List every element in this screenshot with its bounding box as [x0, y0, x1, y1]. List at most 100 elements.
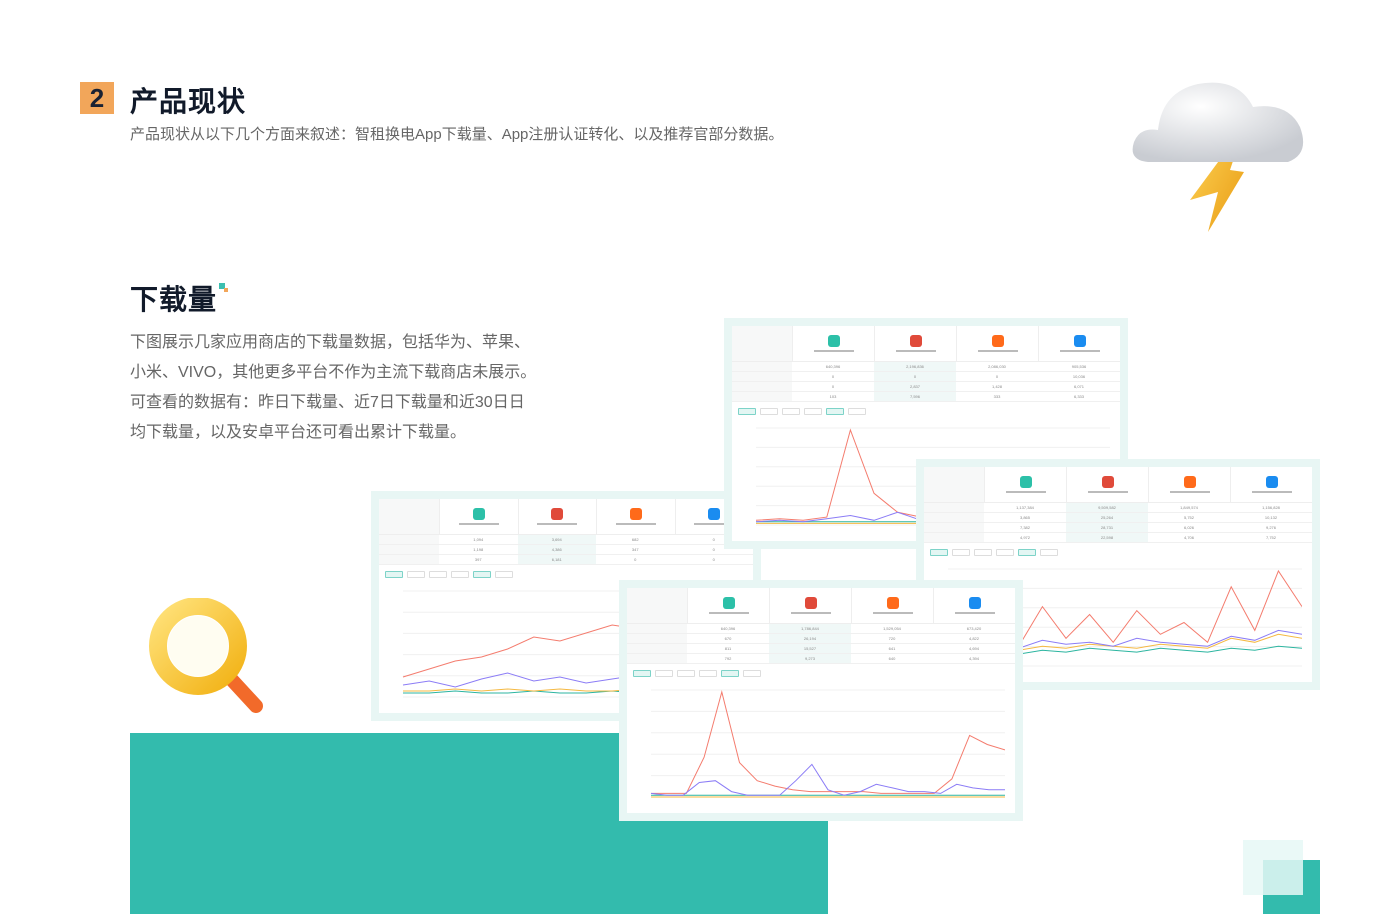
- table-row: 397 6,181 0 0: [379, 555, 753, 565]
- app-logo-icon: [1101, 476, 1114, 488]
- decor-square: [224, 288, 228, 292]
- table-cell: 682: [631, 537, 639, 542]
- table-cell: 4,694: [968, 646, 979, 651]
- table-cell: 1,529,054: [883, 626, 901, 631]
- app-logo-icon: [909, 335, 922, 347]
- table-row: 0 2,837 1,428 6,071: [732, 382, 1120, 392]
- app-logo-icon: [886, 597, 899, 609]
- table-cell: 2,196,836: [874, 362, 956, 371]
- table-cell: 792: [724, 656, 732, 661]
- table-cell: 9,509,582: [1066, 503, 1148, 512]
- table-cell: 347: [631, 547, 639, 552]
- line-chart: [650, 689, 1005, 798]
- table-row: 3,865 25,264 5,752 10,132: [924, 513, 1312, 523]
- table-cell: 10,036: [1072, 374, 1086, 379]
- table-cell: 4,972: [1019, 535, 1030, 540]
- section-subtitle: 产品现状从以下几个方面来叙述：智租换电App下载量、App注册认证转化、以及推荐…: [130, 126, 784, 143]
- app-header-row: [627, 588, 1015, 624]
- table-row: 640,396 2,196,836 2,086,030 905,536: [732, 362, 1120, 372]
- table-row: 670 26,194 720 4,822: [627, 634, 1015, 644]
- table-cell: 4,822: [968, 636, 979, 641]
- table-cell: 905,536: [1071, 364, 1087, 369]
- table-cell: 22,598: [1066, 533, 1148, 542]
- table-cell: 9,276: [1265, 525, 1276, 530]
- app-header-row: [379, 499, 753, 535]
- light-corner-block: [1243, 840, 1303, 895]
- table-cell: 2,086,030: [988, 364, 1006, 369]
- series-line: [650, 763, 1005, 796]
- table-cell: 0: [831, 384, 835, 389]
- table-cell: 9,273: [769, 654, 851, 663]
- description-line: 下图展示几家应用商店的下载量数据，包括华为、苹果、: [130, 334, 531, 351]
- series-line: [651, 690, 1005, 794]
- table-cell: 1,094: [473, 537, 484, 542]
- table-cell: 0: [995, 374, 999, 379]
- table-cell: 640,396: [825, 364, 841, 369]
- table-cell: 15,527: [769, 644, 851, 653]
- table-cell: 0: [712, 547, 715, 552]
- table-cell: 0: [634, 557, 637, 562]
- table-cell: 0: [874, 372, 956, 381]
- description-line: 小米、VIVO，其他更多平台不作为主流下载商店未展示。: [130, 364, 537, 381]
- app-logo-icon: [991, 335, 1004, 347]
- app-header-row: [924, 467, 1312, 503]
- app-logo-icon: [1183, 476, 1196, 488]
- magnifier-icon: [149, 598, 263, 713]
- app-logo-icon: [804, 597, 817, 609]
- table-cell: 1,786,844: [769, 624, 851, 633]
- app-logo-icon: [1019, 476, 1032, 488]
- table-cell: 3,694: [517, 535, 596, 544]
- table-cell: 670: [724, 636, 732, 641]
- table-cell: 10,132: [1264, 515, 1278, 520]
- table-cell: 1,156,828: [1262, 505, 1280, 510]
- table-cell: 720: [888, 636, 896, 641]
- table-cell: 4,394: [968, 656, 979, 661]
- section-number-badge: 2: [80, 82, 114, 114]
- table-cell: 6,181: [517, 555, 596, 564]
- description-line: 可查看的数据有：昨日下载量、近7日下载量和近30日日: [130, 394, 525, 411]
- table-cell: 26,194: [769, 634, 851, 643]
- app-logo-icon: [629, 508, 642, 520]
- description-line: 均下载量，以及安卓平台还可看出累计下载量。: [130, 424, 467, 441]
- table-cell: 0: [712, 557, 715, 562]
- app-logo-icon: [722, 597, 735, 609]
- table-cell: 6,333: [1073, 394, 1084, 399]
- table-row: 0 0 0 10,036: [732, 372, 1120, 382]
- table-cell: 28,731: [1066, 523, 1148, 532]
- table-cell: 1,198: [473, 547, 484, 552]
- table-row: 4,972 22,598 4,706 7,752: [924, 533, 1312, 543]
- app-logo-icon: [551, 508, 564, 520]
- table-cell: 811: [724, 646, 732, 651]
- filter-buttons: [627, 664, 1015, 682]
- table-cell: 397: [474, 557, 482, 562]
- table-cell: 6,026: [1183, 525, 1194, 530]
- decor-square: [219, 283, 225, 289]
- table-cell: 25,264: [1066, 513, 1148, 522]
- cloud-lightning-icon: [1132, 82, 1304, 232]
- app-logo-icon: [827, 335, 840, 347]
- table-cell: 673,420: [966, 626, 982, 631]
- table-cell: 103: [829, 394, 837, 399]
- app-logo-icon: [472, 508, 485, 520]
- table-cell: 0: [712, 537, 715, 542]
- table-cell: 1,428: [991, 384, 1002, 389]
- table-cell: 6,071: [1073, 384, 1084, 389]
- table-cell: 2,837: [874, 382, 956, 391]
- table-cell: 4,706: [1183, 535, 1194, 540]
- download-description: 下图展示几家应用商店的下载量数据，包括华为、苹果、 小米、VIVO，其他更多平台…: [130, 328, 550, 448]
- table-cell: 0: [831, 374, 835, 379]
- table-cell: 3,865: [1019, 515, 1030, 520]
- section-title: 产品现状: [130, 86, 247, 117]
- filter-buttons: [379, 565, 753, 583]
- download-title: 下载量: [130, 284, 218, 315]
- app-header-row: [732, 326, 1120, 362]
- app-logo-icon: [708, 508, 721, 520]
- app-logo-icon: [1073, 335, 1086, 347]
- table-cell: 5,752: [1183, 515, 1194, 520]
- table-cell: 7,752: [1265, 535, 1276, 540]
